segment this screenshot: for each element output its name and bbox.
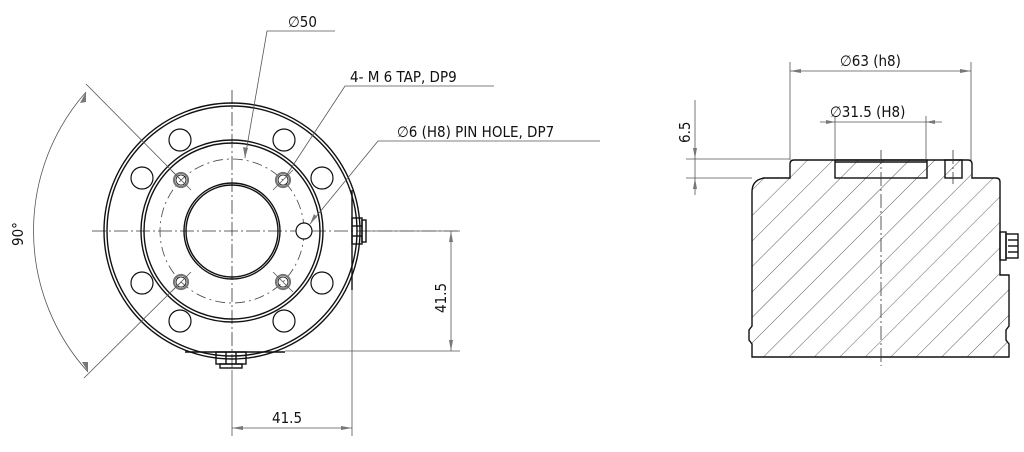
mounting-hole <box>272 309 296 333</box>
mounting-hole <box>310 271 334 295</box>
center-bore-outer <box>183 182 281 280</box>
horizontal-offset-dimension: 41.5 <box>231 290 353 436</box>
angle-dimension: 90° <box>9 83 182 379</box>
counterbore-dimension: ∅31.5 (H8) <box>820 103 942 160</box>
vertical-offset-dimension: 41.5 <box>285 230 460 352</box>
center-bore-inner <box>185 184 279 278</box>
bolt-circle-dia-label: ∅50 <box>288 13 317 31</box>
pin-hole-spec-label: ∅6 (H8) PIN HOLE, DP7 <box>397 123 554 141</box>
bottom-connector <box>215 351 247 369</box>
horizontal-offset-label: 41.5 <box>272 409 302 427</box>
mounting-hole <box>130 271 154 295</box>
boss-height-dimension: 6.5 <box>676 100 790 195</box>
tap-leader: 4- M 6 TAP, DP9 <box>285 68 494 177</box>
front-view: 90° ∅50 4- M 6 TAP, DP9 ∅6 (H8) PIN HOLE… <box>9 13 600 436</box>
tapped-hole <box>272 169 294 191</box>
mounting-holes <box>130 128 334 333</box>
pin-hole-section <box>944 159 963 179</box>
outer-flange-circle <box>103 102 361 360</box>
mounting-hole <box>272 128 296 152</box>
angle-label: 90° <box>9 222 27 246</box>
bolt-circle-leader: ∅50 <box>243 13 335 159</box>
section-hatch <box>749 160 1009 357</box>
boss-height-label: 6.5 <box>676 122 694 143</box>
mounting-hole <box>130 166 154 190</box>
right-connector <box>351 217 367 245</box>
side-section-view: ∅63 (h8) ∅31.5 (H8) 6.5 <box>676 52 1019 366</box>
side-connector <box>999 231 1019 261</box>
mounting-hole <box>310 166 334 190</box>
pin-hole <box>295 222 313 240</box>
body-outline <box>748 159 1010 358</box>
boss-ring-outer <box>140 139 324 323</box>
boss-ring-inner <box>143 142 321 320</box>
tapped-hole <box>272 271 294 293</box>
mounting-hole <box>168 309 192 333</box>
mounting-hole <box>168 128 192 152</box>
tap-spec-label: 4- M 6 TAP, DP9 <box>350 68 457 86</box>
counterbore-dia-label: ∅31.5 (H8) <box>830 103 905 121</box>
pin-hole-leader: ∅6 (H8) PIN HOLE, DP7 <box>309 123 600 225</box>
outer-boss-dimension: ∅63 (h8) <box>789 52 972 160</box>
outer-flange-circle-inner <box>106 105 358 357</box>
vertical-offset-label: 41.5 <box>432 283 450 313</box>
outer-boss-dia-label: ∅63 (h8) <box>840 52 901 70</box>
